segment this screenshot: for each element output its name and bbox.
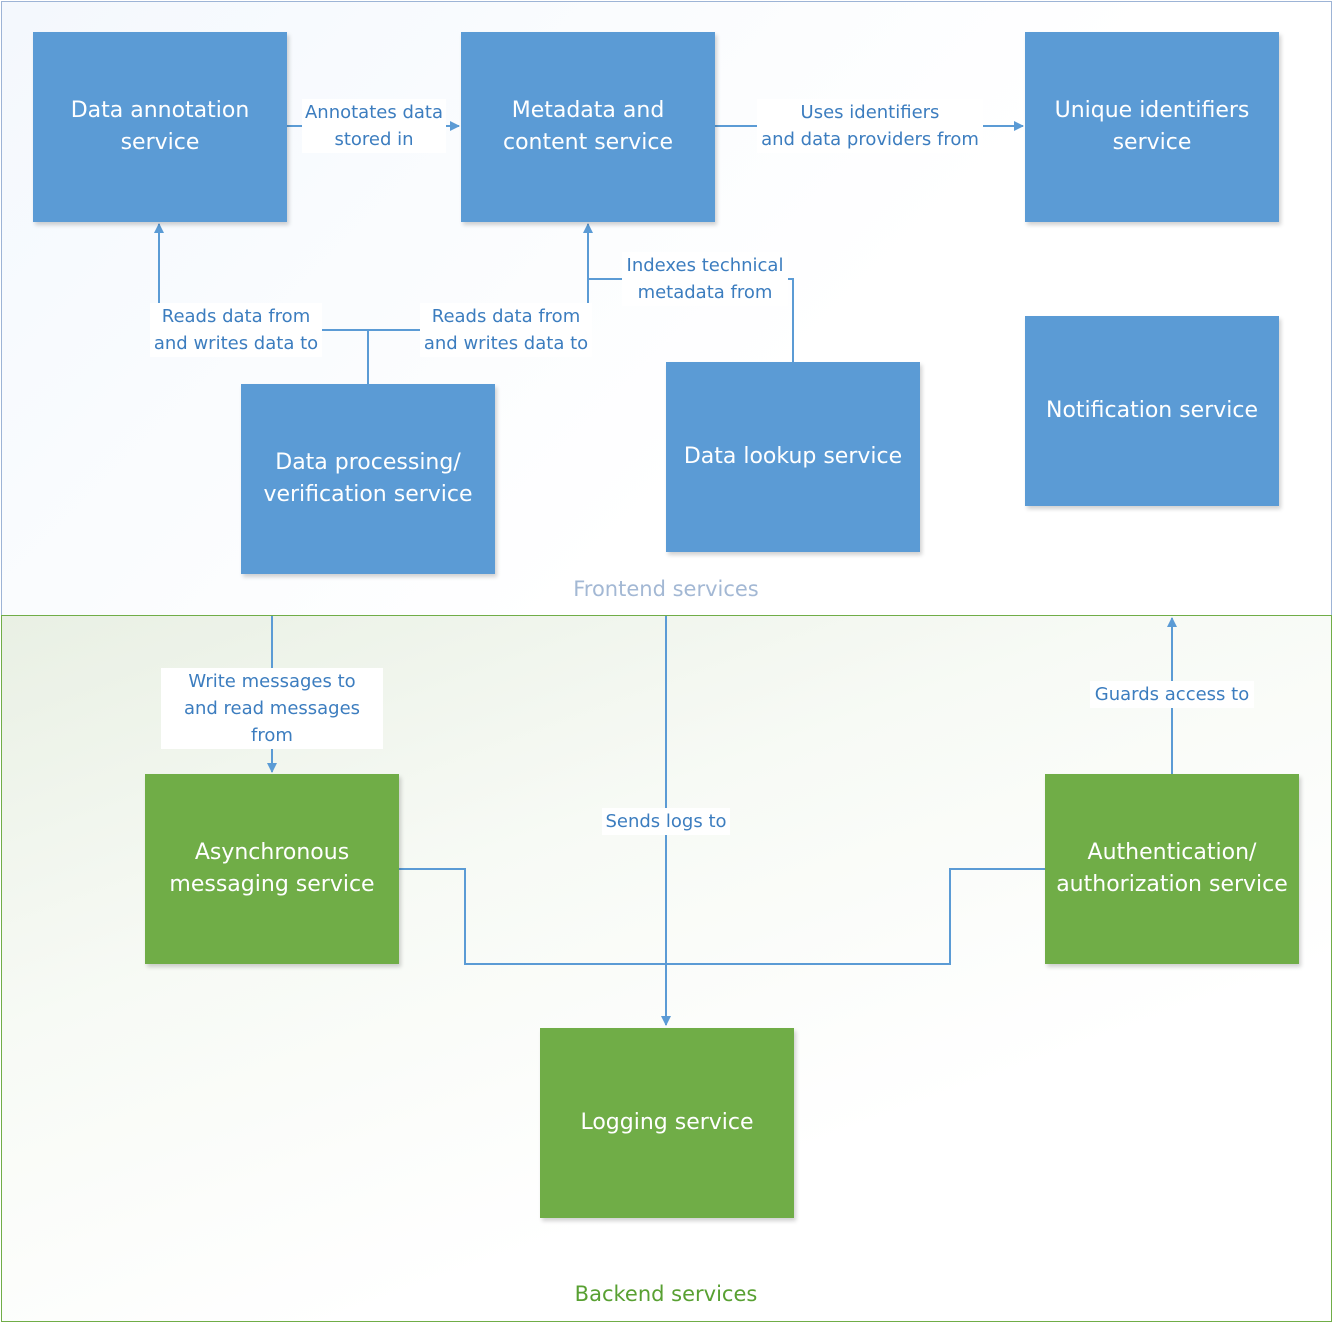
edge-label-reads-left: Reads data from and writes data to xyxy=(150,303,322,357)
edge-label-indexes: Indexes technical metadata from xyxy=(622,252,788,306)
data-lookup-service-box[interactable]: Data lookup service xyxy=(666,362,920,552)
edge-label-reads-right: Reads data from and writes data to xyxy=(420,303,592,357)
notification-service-box[interactable]: Notification service xyxy=(1025,316,1279,506)
edge-async-bus-line xyxy=(398,868,666,965)
edge-label-uses-identifiers: Uses identifiers and data providers from xyxy=(757,99,983,153)
edge-auth-bus-line xyxy=(666,868,1046,965)
edge-label-annotates: Annotates data stored in xyxy=(302,99,446,153)
data-processing-service-box[interactable]: Data processing/ verification service xyxy=(241,384,495,574)
async-messaging-service-box[interactable]: Asynchronous messaging service xyxy=(145,774,399,964)
edge-label-messages: Write messages to and read messages from xyxy=(161,668,383,749)
data-annotation-service-box[interactable]: Data annotation service xyxy=(33,32,287,222)
frontend-region-title: Frontend services xyxy=(573,577,759,601)
unique-identifiers-service-box[interactable]: Unique identifiers service xyxy=(1025,32,1279,222)
metadata-content-service-box[interactable]: Metadata and content service xyxy=(461,32,715,222)
edge-label-sends-logs: Sends logs to xyxy=(602,808,730,835)
edge-label-guards: Guards access to xyxy=(1090,681,1254,708)
auth-service-box[interactable]: Authentication/ authorization service xyxy=(1045,774,1299,964)
backend-region-title: Backend services xyxy=(574,1282,758,1306)
logging-service-box[interactable]: Logging service xyxy=(540,1028,794,1218)
